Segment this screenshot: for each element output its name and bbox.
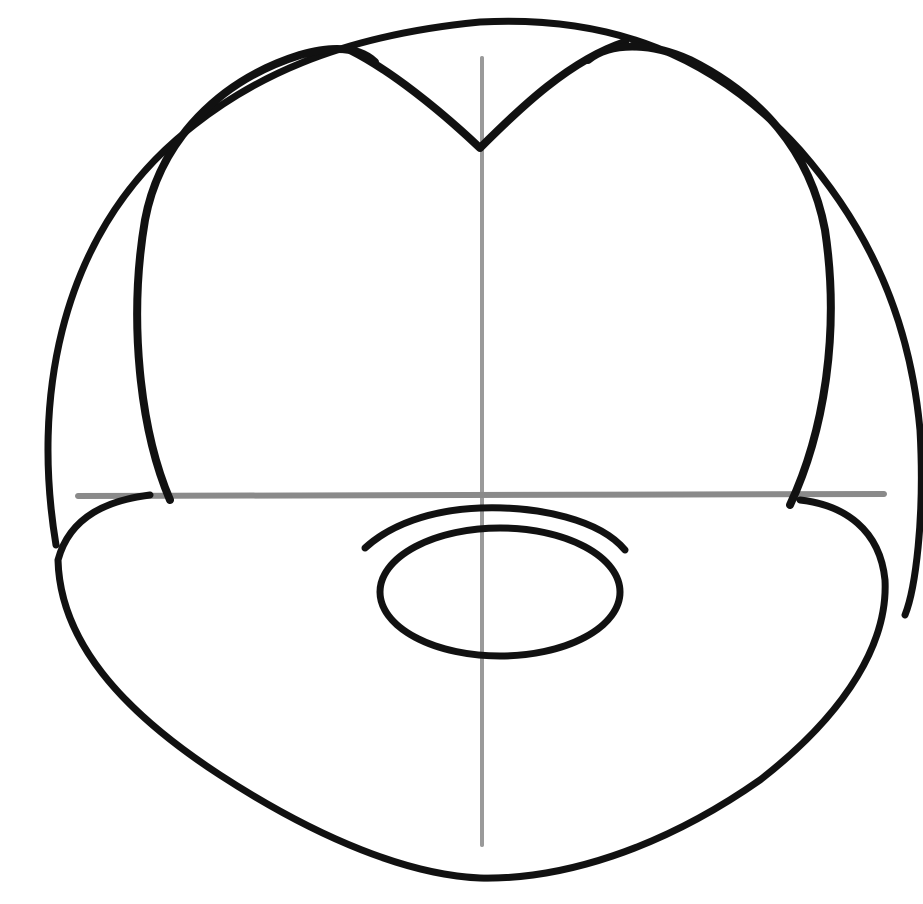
horizontal-eye-guide (78, 494, 884, 496)
